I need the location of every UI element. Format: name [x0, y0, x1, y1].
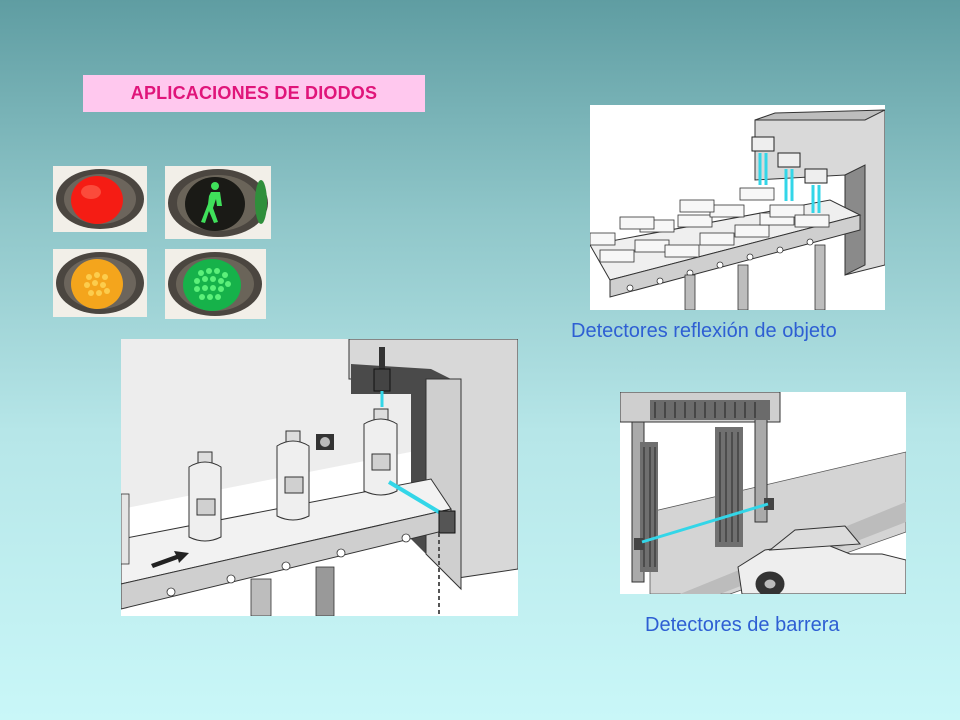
red-led-lamp-icon	[53, 166, 147, 232]
traffic-light-amber	[53, 249, 147, 317]
amber-led-lamp-icon	[53, 249, 147, 317]
conveyor-bottles-illustration	[121, 339, 518, 616]
conveyor-boxes-illustration	[590, 105, 885, 310]
caption-barrier-detectors: Detectores de barrera	[645, 614, 840, 636]
green-pedestrian-led-icon	[165, 166, 271, 239]
traffic-light-green	[165, 249, 266, 319]
green-led-lamp-icon	[165, 249, 266, 319]
bottle-conveyor-detector	[121, 339, 518, 616]
caption-reflection-detectors: Detectores reflexión de objeto	[571, 320, 837, 342]
slide-title: APLICACIONES DE DIODOS	[83, 75, 425, 112]
car-wash-barrier-detector	[620, 392, 906, 594]
traffic-light-red	[53, 166, 147, 232]
car-wash-illustration	[620, 392, 906, 594]
traffic-light-pedestrian	[165, 166, 271, 239]
conveyor-reflection-detectors	[590, 105, 885, 310]
